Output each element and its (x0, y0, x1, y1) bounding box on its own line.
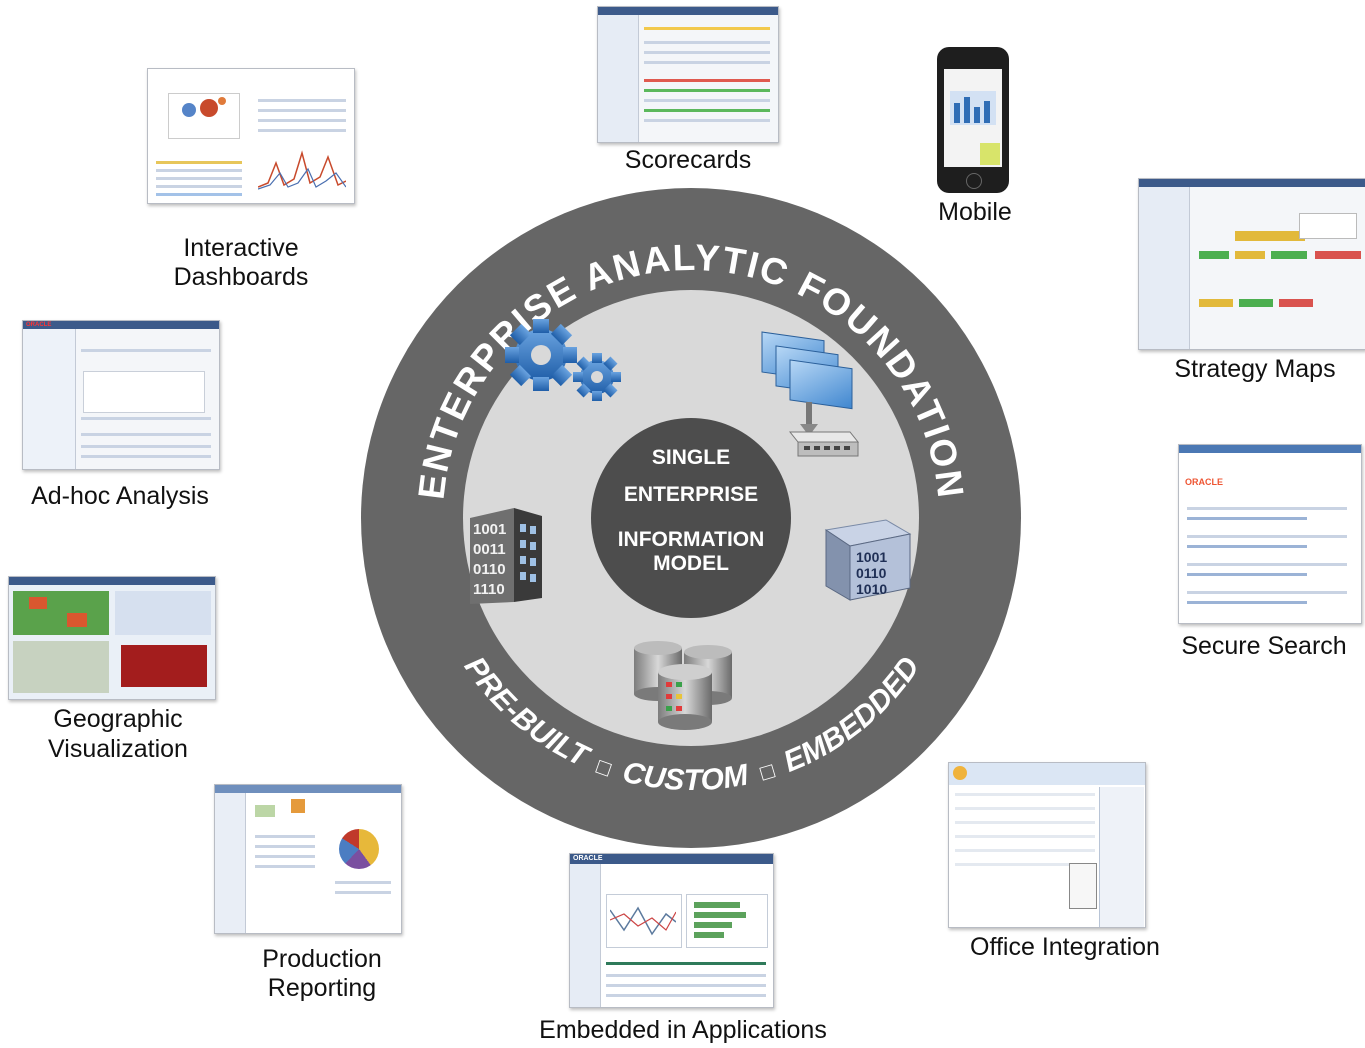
svg-text:1010: 1010 (856, 581, 887, 597)
dashboards-thumbnail (147, 68, 355, 204)
label-production-1: Production (262, 945, 382, 973)
svg-text:MODEL: MODEL (653, 552, 729, 575)
svg-text:0011: 0011 (473, 541, 506, 558)
label-mobile: Mobile (938, 198, 1012, 226)
binary-cube-icon: 1001 0110 1010 (824, 519, 912, 601)
office-thumbnail (948, 762, 1146, 928)
building-icon: 1001 0011 0110 1110 (470, 508, 542, 604)
data-integration-icon (761, 331, 860, 457)
svg-text:ENTERPRISE: ENTERPRISE (624, 483, 758, 506)
adhoc-thumbnail: ORACLE (22, 320, 220, 470)
label-adhoc: Ad-hoc Analysis (31, 482, 209, 510)
center-label: SINGLE ENTERPRISE INFORMATION MODEL (618, 446, 765, 575)
label-production-2: Reporting (267, 974, 377, 1002)
svg-text:0110: 0110 (473, 561, 506, 578)
production-thumbnail (214, 784, 402, 934)
label-dashboards-1: Interactive (183, 234, 299, 262)
mobile-phone-thumbnail (937, 47, 1009, 193)
label-scorecards: Scorecards (624, 146, 752, 174)
svg-text:1001: 1001 (856, 549, 887, 565)
secure-search-thumbnail: ORACLE (1178, 444, 1362, 624)
center-disc (591, 418, 791, 618)
geo-thumbnail (8, 576, 216, 700)
database-icon (634, 641, 732, 730)
strategy-maps-thumbnail (1138, 178, 1365, 350)
label-secure-search: Secure Search (1181, 632, 1347, 660)
label-geo-1: Geographic (53, 705, 183, 733)
scorecards-thumbnail (597, 6, 779, 143)
svg-text:INFORMATION: INFORMATION (618, 528, 765, 551)
label-dashboards-2: Dashboards (173, 263, 309, 291)
label-geo-2: Visualization (48, 735, 188, 763)
svg-text:SINGLE: SINGLE (652, 446, 730, 469)
svg-text:1001: 1001 (473, 521, 506, 538)
svg-text:1110: 1110 (473, 581, 505, 598)
label-strategy-maps: Strategy Maps (1174, 355, 1336, 383)
svg-text:0110: 0110 (856, 565, 887, 581)
gears-icon (490, 304, 631, 411)
embedded-thumbnail: ORACLE (569, 853, 774, 1008)
label-embedded: Embedded in Applications (539, 1016, 827, 1044)
label-office: Office Integration (970, 933, 1160, 961)
